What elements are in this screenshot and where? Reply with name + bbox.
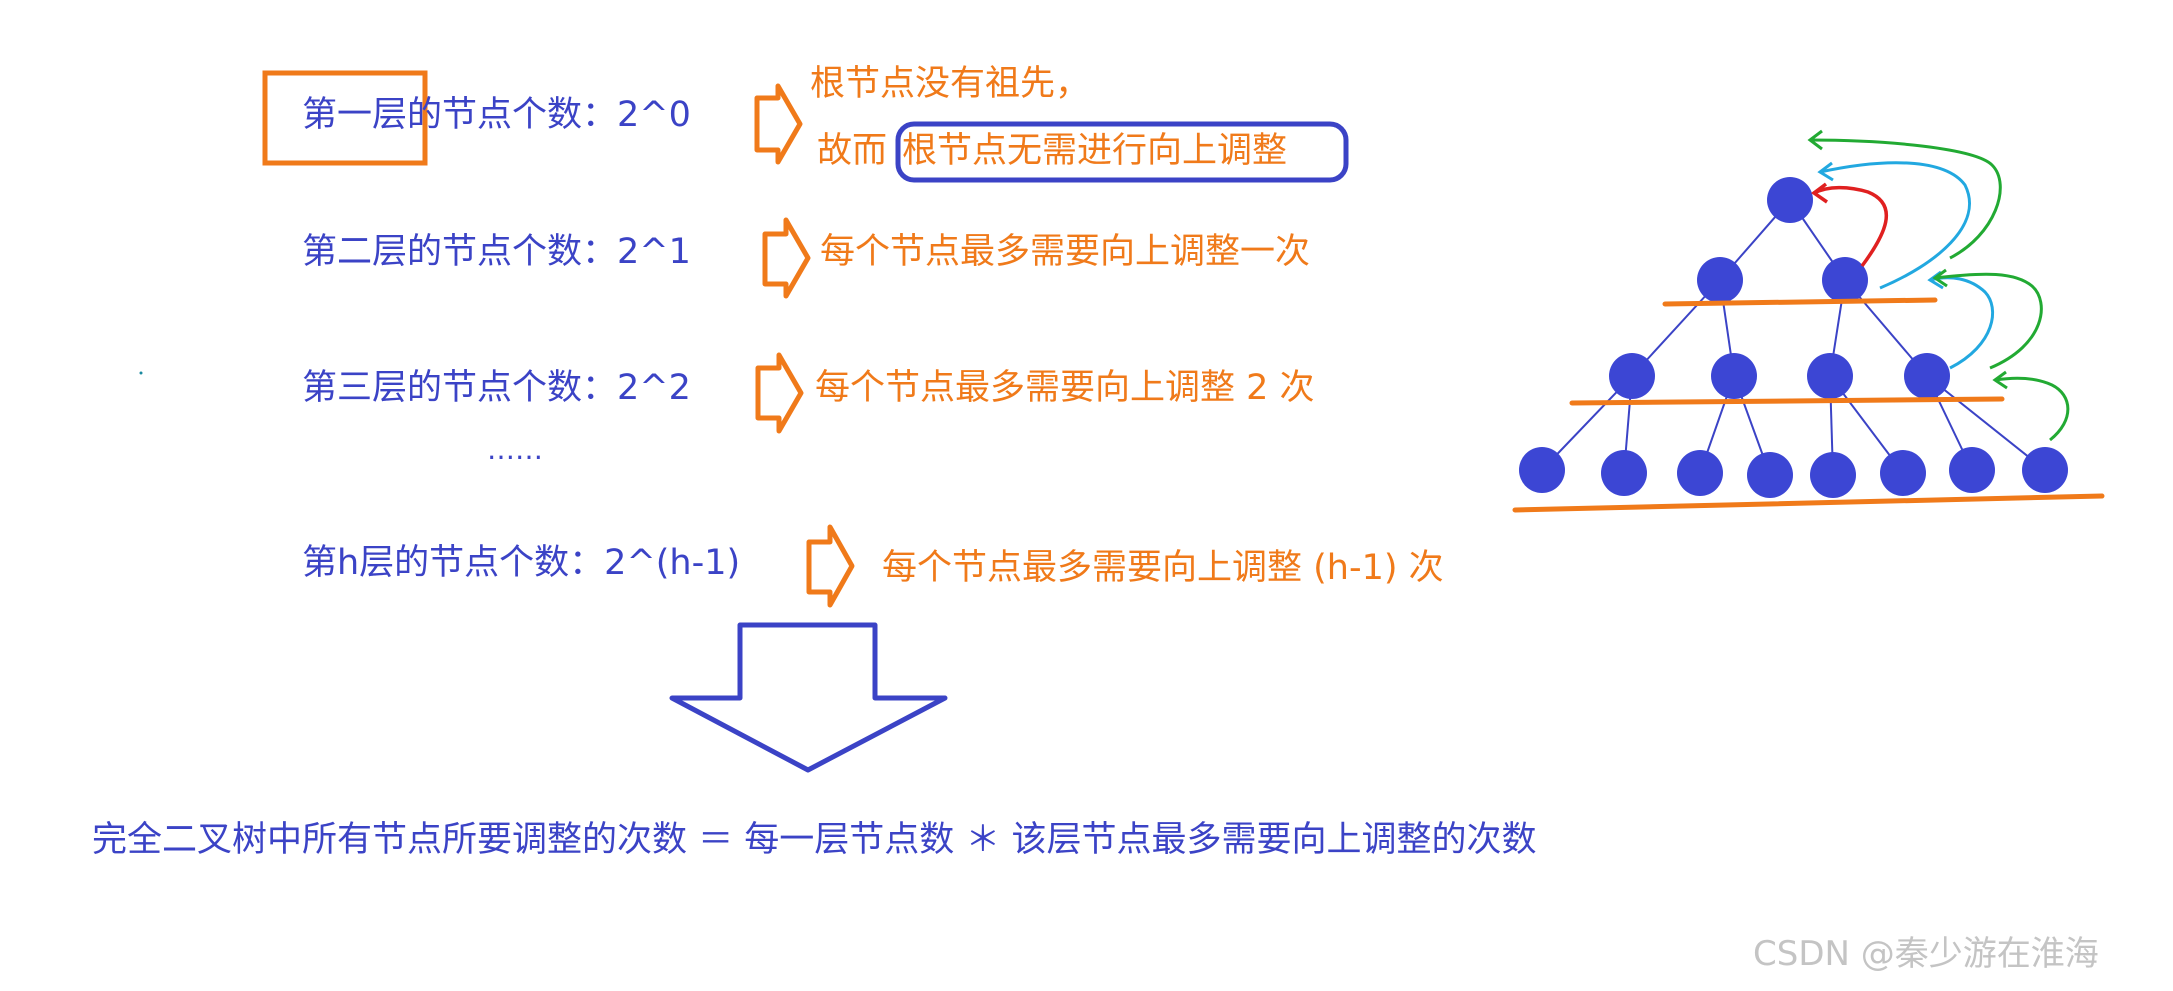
tree-edge — [1926, 375, 2046, 471]
binary-tree — [1519, 177, 2068, 498]
conclusion-formula: 完全二叉树中所有节点所要调整的次数 ＝ 每一层节点数 ＊ 该层节点最多需要向上调… — [92, 820, 1537, 860]
cyan-adjust-arrow-1 — [1819, 161, 1971, 290]
level1-highlight-box — [262, 70, 428, 166]
level-underline-2 — [1662, 297, 1938, 307]
stray-dot — [139, 371, 143, 375]
tree-node — [1747, 452, 1793, 498]
red-arrowhead — [1811, 182, 1828, 204]
tree-node — [1880, 450, 1926, 496]
level1-label: 第一层的节点个数：2^0 — [302, 95, 691, 135]
level1-note-line2-prefix: 故而 — [817, 131, 888, 171]
levelh-note: 每个节点最多需要向上调整 (h-1) 次 — [882, 548, 1444, 588]
green-adjust-arrow-2 — [1934, 272, 2043, 370]
summary-down-arrow-icon — [669, 622, 948, 773]
arrow-icon-levelh — [806, 524, 855, 608]
green-arrowhead-3 — [1992, 370, 2008, 390]
green-adjust-arrow-1 — [1809, 138, 2002, 260]
tree-node — [1609, 353, 1655, 399]
tree-node — [2022, 447, 2068, 493]
level-underline-3 — [1569, 396, 2005, 406]
level2-note: 每个节点最多需要向上调整一次 — [820, 232, 1311, 272]
tree-node — [1807, 353, 1853, 399]
level3-note: 每个节点最多需要向上调整 2 次 — [815, 368, 1315, 408]
tree-node — [1711, 353, 1757, 399]
tree-node — [1697, 257, 1743, 303]
arrow-icon-level3 — [755, 352, 804, 434]
watermark: CSDN @秦少游在淮海 — [1753, 934, 2099, 974]
level1-note-line1: 根节点没有祖先， — [810, 64, 1091, 104]
cyan-arrowhead-1 — [1817, 161, 1834, 182]
tree-node — [1601, 450, 1647, 496]
arrow-icon-level1 — [754, 83, 803, 165]
root-note-highlight-box — [895, 121, 1349, 183]
tree-node — [1822, 257, 1868, 303]
tree-node — [1677, 450, 1723, 496]
tree-node — [1904, 353, 1950, 399]
level3-label: 第三层的节点个数：2^2 — [302, 368, 691, 408]
level2-label: 第二层的节点个数：2^1 — [302, 232, 691, 272]
ellipsis: …… — [487, 433, 543, 466]
level-underline-4 — [1512, 493, 2105, 513]
level1-note-line2-highlight: 根节点无需进行向上调整 — [902, 131, 1288, 171]
arrow-icon-level2 — [762, 217, 811, 299]
levelh-label: 第h层的节点个数：2^(h-1) — [302, 543, 741, 583]
tree-node — [1810, 452, 1856, 498]
red-adjust-arrow — [1813, 185, 1888, 268]
tree-node — [1767, 177, 1813, 223]
cyan-adjust-arrow-2 — [1929, 276, 1994, 370]
tree-node — [1949, 447, 1995, 493]
tree-node — [1519, 447, 1565, 493]
green-arrowhead-1 — [1807, 129, 1823, 151]
green-adjust-arrow-3 — [1994, 376, 2070, 442]
green-arrowhead-2 — [1932, 268, 1948, 288]
